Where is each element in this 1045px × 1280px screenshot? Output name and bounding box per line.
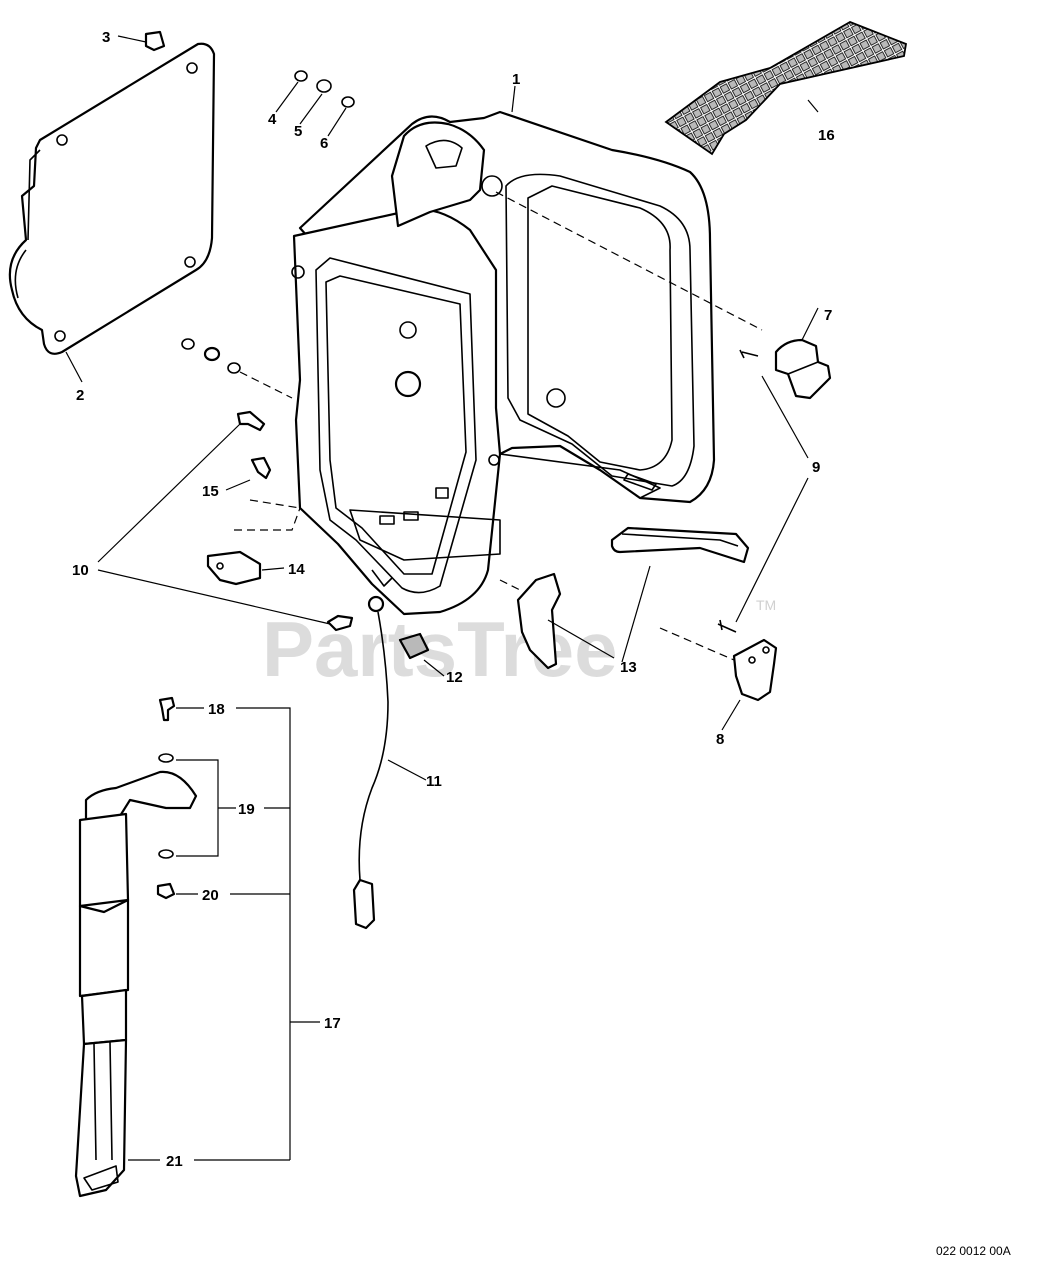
callout-2: 2 [76,387,84,404]
callout-4: 4 [268,111,277,128]
part-pad[interactable] [398,632,430,660]
callout-19: 19 [238,801,255,818]
callout-1: 1 [512,71,520,88]
part-cover-plate[interactable] [8,42,216,355]
part-grommets[interactable] [181,70,355,374]
callout-16: 16 [818,127,835,144]
callout-8: 8 [716,731,724,748]
diagram-code: 022 0012 00A [936,1244,1011,1258]
callout-17: 17 [324,1015,341,1032]
callout-18: 18 [208,701,225,718]
callout-11: 11 [426,773,442,790]
part-screws[interactable] [236,410,354,632]
callout-9: 9 [812,459,820,476]
callout-3: 3 [102,29,110,46]
callout-13: 13 [620,659,637,676]
part-bracket-14[interactable] [206,550,262,586]
callout-6: 6 [320,135,328,152]
callout-7: 7 [824,307,832,324]
callout-20: 20 [202,887,219,904]
leader-lines [65,35,819,1161]
part-mount-bracket-8[interactable] [717,619,778,702]
part-mount-bracket-7[interactable] [739,338,832,400]
callout-15: 15 [202,483,219,500]
watermark-text: PartsTree [262,605,618,693]
part-grid-pad[interactable] [664,21,908,156]
callout-10: 10 [72,562,89,579]
callout-labels: 3 2 4 5 6 1 16 7 9 8 10 15 14 12 13 11 1… [72,29,835,1170]
part-handle-brackets[interactable] [516,526,750,670]
watermark: PartsTree TM [262,597,776,693]
callout-14: 14 [288,561,305,578]
callout-21: 21 [166,1153,183,1170]
watermark-trademark: TM [756,597,776,613]
part-ground-wire[interactable] [352,595,389,930]
callout-12: 12 [446,669,463,686]
part-strap-assembly[interactable] [74,696,198,1198]
assembly-lines [234,191,763,661]
part-plug[interactable] [144,30,166,52]
part-main-frame[interactable] [291,110,716,616]
callout-5: 5 [294,123,302,140]
